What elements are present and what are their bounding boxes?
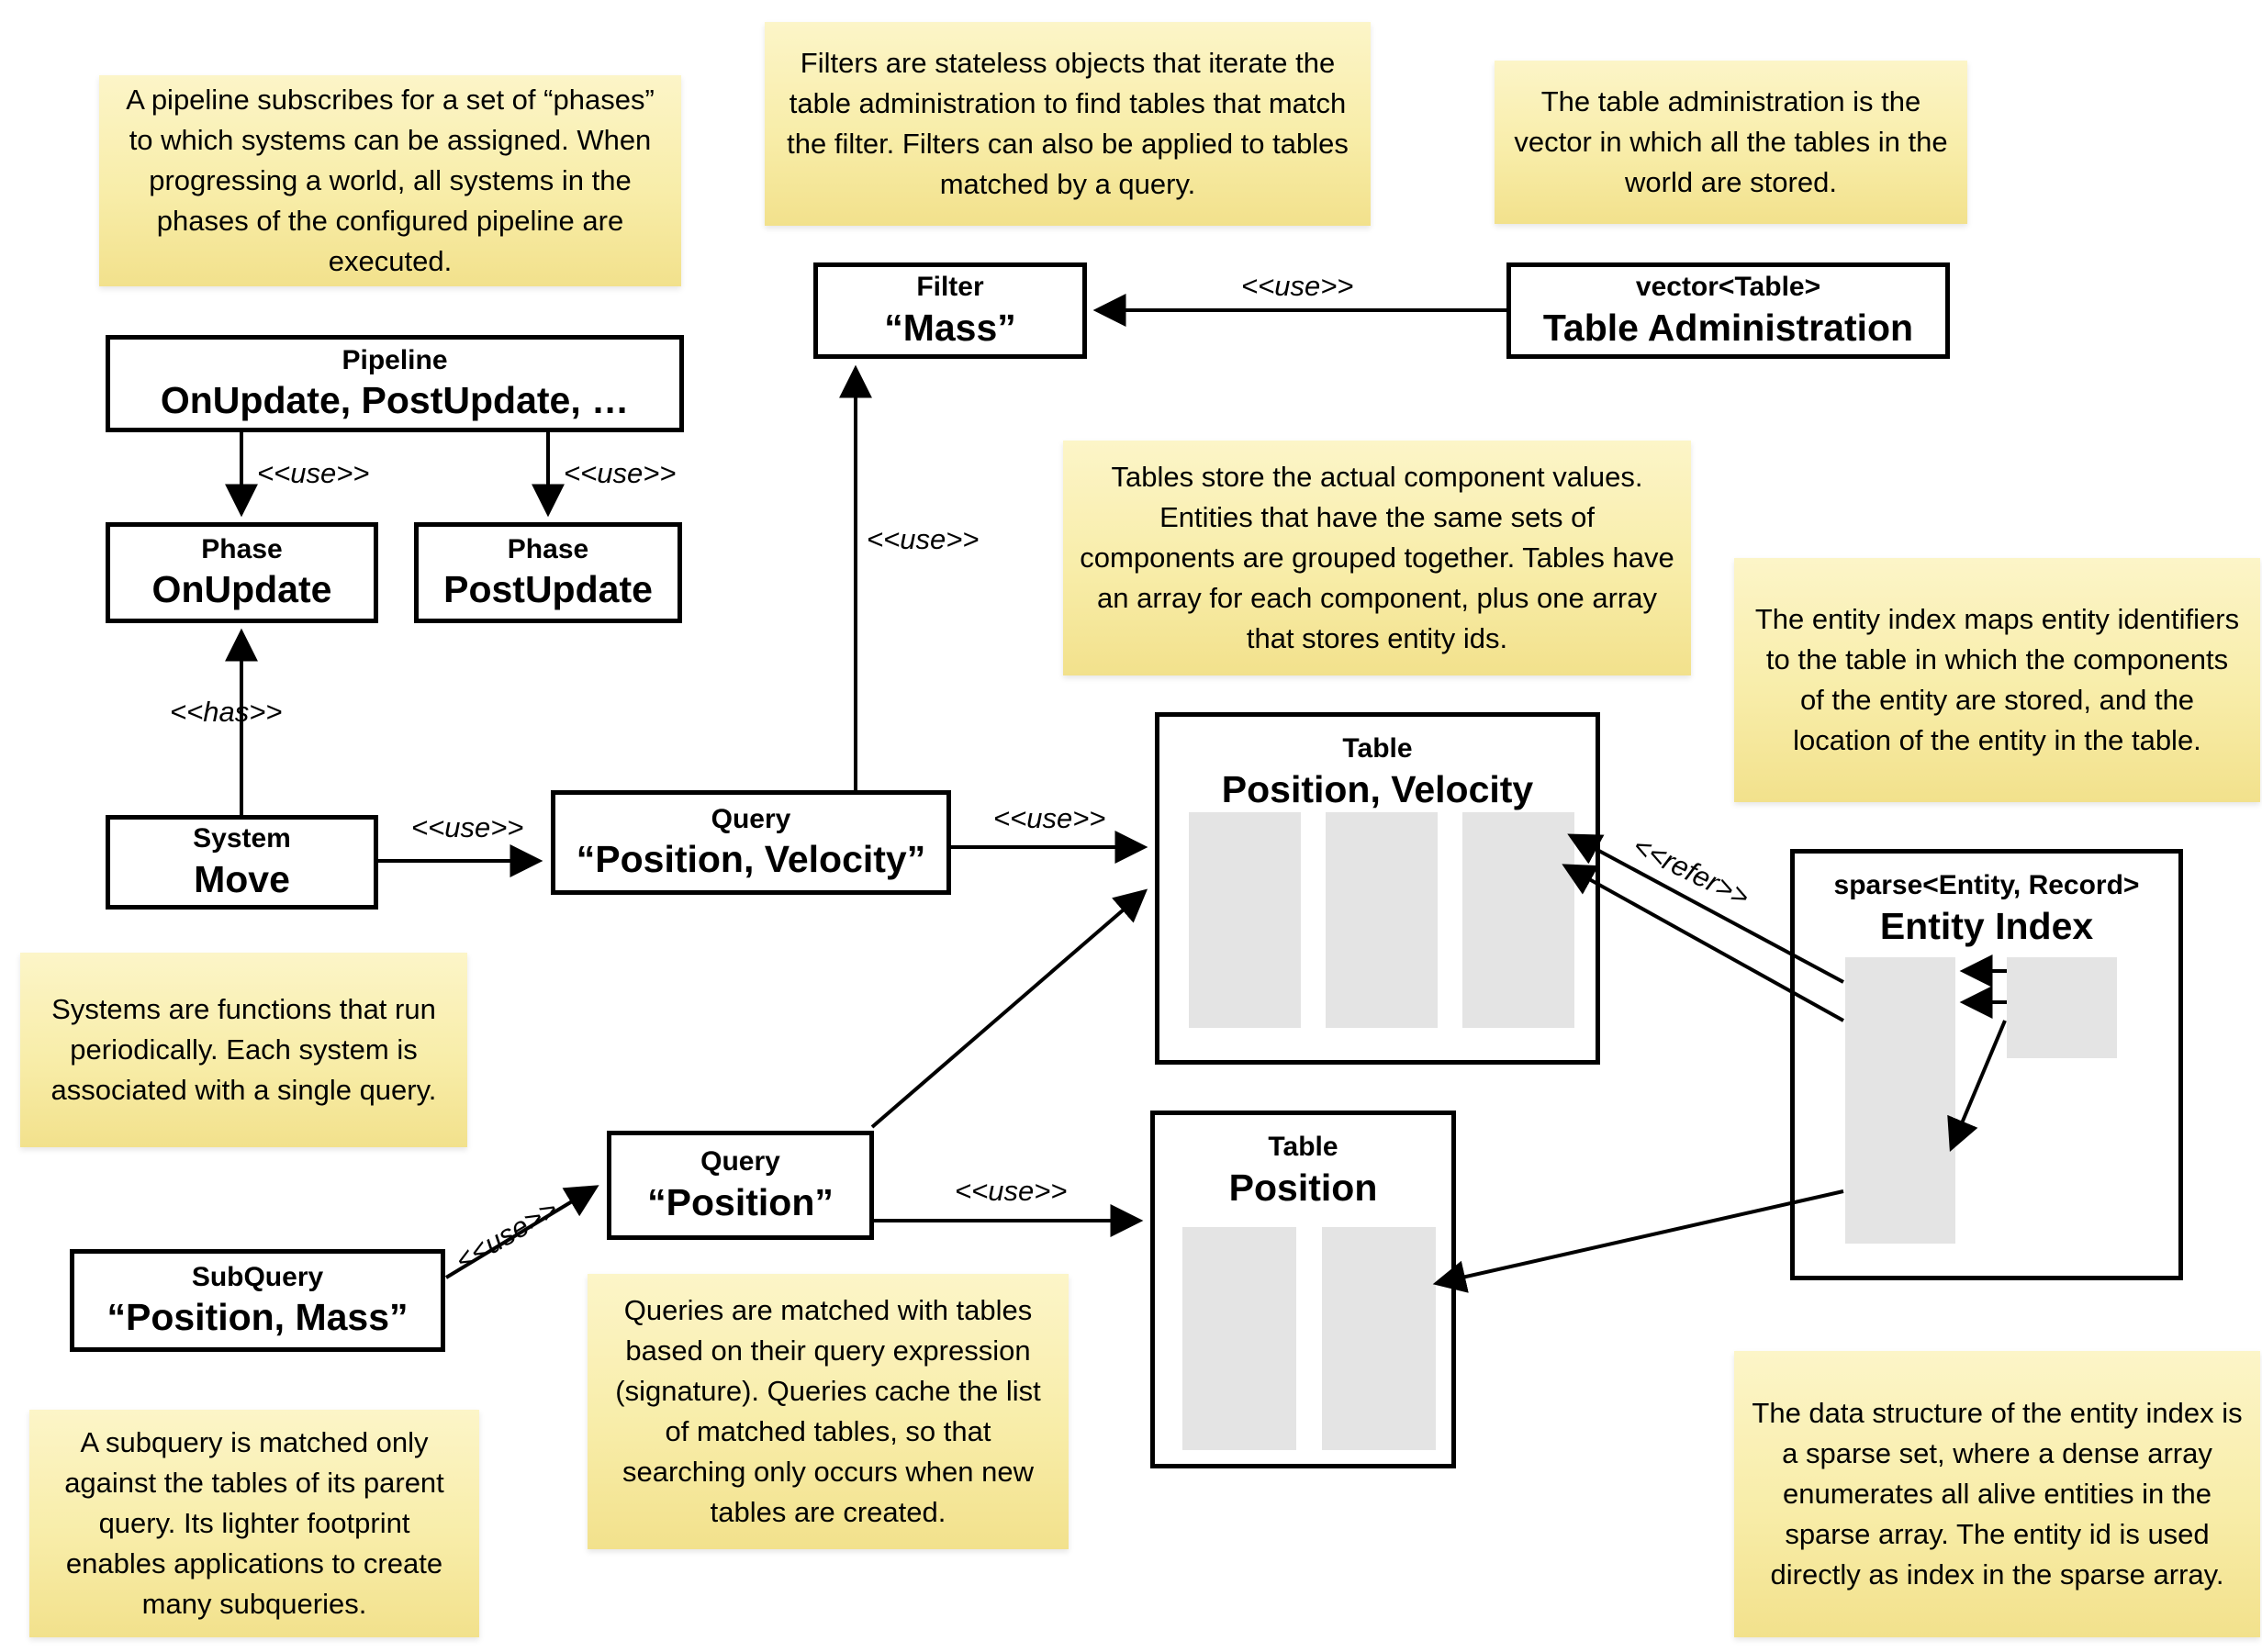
table-administration-box: vector<Table> Table Administration [1506,262,1950,359]
table-administration-stereotype: vector<Table> [1635,272,1821,303]
pipeline-name: OnUpdate, PostUpdate, … [160,379,630,422]
entity-index-name: Entity Index [1879,904,2094,947]
label-refer-entityindex-tablepv: <<refer>> [1628,829,1755,914]
subquery-position-mass-box: SubQuery “Position, Mass” [70,1249,445,1352]
table-position-name: Position [1228,1166,1378,1209]
note-entity-index: The entity index maps entity identifiers… [1734,558,2260,802]
system-move-box: System Move [106,815,378,910]
label-use-query-filter: <<use>> [867,523,980,555]
label-use-subquery-queryp: <<use>> [449,1192,564,1278]
note-subquery: A subquery is matched only against the t… [29,1410,479,1637]
label-use-move-query: <<use>> [411,811,524,843]
phase-onupdate-stereotype: Phase [201,533,283,564]
sparse-array [1845,957,1955,1244]
label-use-pipeline-postupdate: <<use>> [564,457,677,489]
table-position-stereotype: Table [1268,1132,1338,1162]
label-use-tableadmin-filter: <<use>> [1241,270,1354,302]
system-move-stereotype: System [193,823,291,854]
pipeline-box: Pipeline OnUpdate, PostUpdate, … [106,335,684,432]
note-filters: Filters are stateless objects that itera… [765,22,1371,226]
filter-mass-stereotype: Filter [916,272,984,303]
component-array-2 [1322,1227,1436,1450]
pipeline-stereotype: Pipeline [342,344,448,375]
label-use-querypv-tablepv: <<use>> [993,802,1106,834]
filter-mass-box: Filter “Mass” [813,262,1087,359]
component-array-3 [1462,812,1574,1028]
phase-onupdate-box: Phase OnUpdate [106,522,378,623]
note-sparse-set: The data structure of the entity index i… [1734,1351,2260,1637]
note-pipeline: A pipeline subscribes for a set of “phas… [99,75,681,286]
query-position-velocity-box: Query “Position, Velocity” [551,790,951,895]
entity-index-box: sparse<Entity, Record> Entity Index [1790,849,2183,1280]
table-position-velocity-name: Position, Velocity [1221,767,1534,810]
query-position-velocity-stereotype: Query [711,803,791,834]
phase-postupdate-box: Phase PostUpdate [414,522,682,623]
system-move-name: Move [194,857,290,900]
phase-onupdate-name: OnUpdate [151,568,332,611]
label-use-pipeline-onupdate: <<use>> [257,457,370,489]
component-array-1 [1189,812,1301,1028]
query-position-box: Query “Position” [607,1131,874,1240]
note-queries: Queries are matched with tables based on… [588,1274,1069,1549]
note-systems: Systems are functions that run periodica… [20,953,467,1147]
label-has-move-phase: <<has>> [170,696,283,728]
phase-postupdate-name: PostUpdate [443,568,653,611]
note-table-administration: The table administration is the vector i… [1495,61,1967,224]
query-position-stereotype: Query [700,1146,780,1178]
edge-entity-index-to-table-p [1432,1189,1844,1293]
query-position-velocity-name: “Position, Velocity” [576,838,926,881]
table-administration-name: Table Administration [1542,306,1914,349]
table-position-box: Table Position [1150,1111,1456,1468]
label-use-queryp-tablep: <<use>> [955,1175,1068,1207]
note-tables: Tables store the actual component values… [1063,441,1691,675]
component-array-2 [1326,812,1438,1028]
entity-index-stereotype: sparse<Entity, Record> [1833,870,2140,900]
filter-mass-name: “Mass” [884,306,1016,349]
dense-array [2007,957,2117,1058]
query-position-name: “Position” [647,1180,834,1223]
subquery-name: “Position, Mass” [106,1296,409,1339]
table-position-velocity-stereotype: Table [1342,733,1413,764]
edge-query-p-use-table-pv [870,888,1148,1129]
phase-postupdate-stereotype: Phase [507,533,589,564]
subquery-stereotype: SubQuery [191,1261,324,1292]
component-array-1 [1182,1227,1296,1450]
table-position-velocity-box: Table Position, Velocity [1155,712,1600,1065]
